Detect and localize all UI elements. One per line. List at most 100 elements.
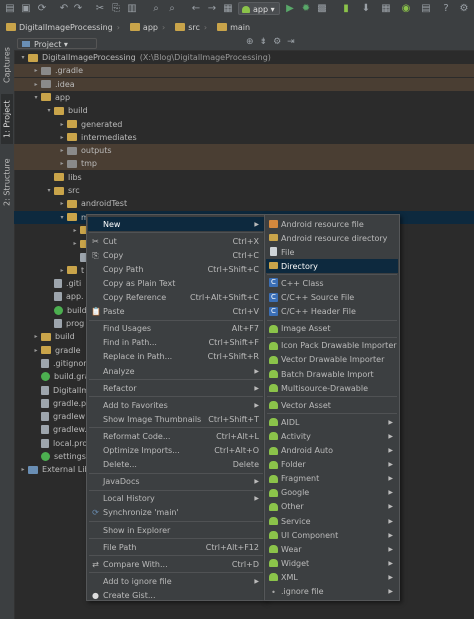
collapse-arrow-icon[interactable]: ▸ (73, 240, 77, 248)
paste-icon[interactable]: ▥ (127, 3, 137, 14)
tab-project[interactable]: 1: Project (1, 94, 13, 144)
tree-row[interactable]: settings. (14, 450, 474, 463)
tree-row[interactable]: ▸.idea (14, 77, 474, 91)
copy-icon[interactable]: ⎘ (112, 3, 120, 14)
collapse-arrow-icon[interactable]: ▸ (34, 80, 38, 88)
menu-item-new[interactable]: New▶ (88, 217, 264, 231)
new-item-image-asset[interactable]: Image Asset (266, 322, 398, 336)
menu-item-reformat-code[interactable]: Reformat Code...Ctrl+Alt+L (88, 429, 264, 443)
expand-arrow-icon[interactable]: ▾ (21, 54, 25, 61)
breadcrumb-src[interactable]: src› (171, 20, 211, 34)
new-item-icon-pack-drawable-importer[interactable]: Icon Pack Drawable Importer (266, 339, 398, 353)
tree-row[interactable]: ▾build (14, 104, 474, 117)
tree-row[interactable]: ▸ (14, 237, 474, 250)
new-item-file[interactable]: File (266, 245, 398, 259)
collapse-arrow-icon[interactable]: ▸ (73, 226, 77, 234)
new-item-folder[interactable]: Folder▶ (266, 458, 398, 472)
collapse-arrow-icon[interactable]: ▸ (21, 466, 25, 474)
cut-icon[interactable]: ✂ (95, 3, 105, 14)
open-icon[interactable]: ▤ (5, 3, 15, 14)
redo-icon[interactable]: ↷ (73, 3, 83, 14)
back-icon[interactable]: ← (191, 3, 201, 14)
tree-row[interactable] (14, 251, 474, 264)
project-view-selector[interactable]: Project ▾ (17, 37, 97, 49)
run-icon[interactable]: ▶ (286, 3, 294, 14)
find-icon[interactable]: ⌕ (153, 3, 159, 14)
tree-row[interactable]: gradle.pr (14, 397, 474, 410)
new-item-wear[interactable]: Wear▶ (266, 542, 398, 556)
tree-row[interactable]: ▾src (14, 184, 474, 197)
tree-row[interactable]: ▸intermediates (14, 131, 474, 144)
sdk-icon[interactable]: ⬇ (361, 3, 371, 14)
tree-row[interactable]: ▸tmp (14, 157, 474, 171)
make-icon[interactable]: ▦ (223, 3, 233, 14)
menu-item-add-to-favorites[interactable]: Add to Favorites▶ (88, 398, 264, 412)
expand-arrow-icon[interactable]: ▾ (60, 213, 64, 221)
tree-row[interactable]: ▸ (14, 224, 474, 237)
gear-icon[interactable]: ⚙ (273, 37, 282, 47)
settings-icon[interactable]: ⚙ (459, 3, 469, 14)
new-item-android-auto[interactable]: Android Auto▶ (266, 444, 398, 458)
new-item-vector-asset[interactable]: Vector Asset (266, 398, 398, 412)
tree-row[interactable]: prog (14, 317, 474, 330)
forward-icon[interactable]: → (207, 3, 217, 14)
menu-item-create-gist[interactable]: ●Create Gist... (88, 588, 264, 602)
undo-icon[interactable]: ↶ (59, 3, 69, 14)
breadcrumb-project[interactable]: DigitalImageProcessing› (2, 20, 124, 34)
new-item-service[interactable]: Service▶ (266, 514, 398, 528)
tree-row[interactable]: ▾DigitalImageProcessing(X:\Blog\DigitalI… (14, 51, 474, 64)
collapse-arrow-icon[interactable]: ▸ (60, 133, 64, 141)
new-item-aidl[interactable]: AIDL▶ (266, 415, 398, 429)
tree-row[interactable]: ▸External Libr (14, 463, 474, 476)
tree-row[interactable]: gradlew (14, 410, 474, 423)
hide-icon[interactable]: ⇥ (287, 37, 295, 47)
collapse-arrow-icon[interactable]: ▸ (60, 147, 64, 155)
new-item-ui-component[interactable]: UI Component▶ (266, 528, 398, 542)
collapse-arrow-icon[interactable]: ▸ (60, 266, 64, 274)
tree-row[interactable]: libs (14, 171, 474, 184)
new-item-google[interactable]: Google▶ (266, 486, 398, 500)
avd-icon[interactable]: ▮ (343, 3, 349, 14)
save-icon[interactable]: ▣ (21, 3, 31, 14)
menu-item-synchronize-main[interactable]: ⟳Synchronize 'main' (88, 506, 264, 520)
menu-item-local-history[interactable]: Local History▶ (88, 492, 264, 506)
new-item-android-resource-directory[interactable]: Android resource directory (266, 231, 398, 245)
tree-row[interactable]: ▸build (14, 330, 474, 343)
new-item-activity[interactable]: Activity▶ (266, 429, 398, 443)
tree-row[interactable]: ▸.gradle (14, 64, 474, 78)
menu-item-replace-in-path[interactable]: Replace in Path...Ctrl+Shift+R (88, 350, 264, 364)
new-item-fragment[interactable]: Fragment▶ (266, 472, 398, 486)
menu-item-delete[interactable]: Delete...Delete (88, 458, 264, 472)
collapse-arrow-icon[interactable]: ▸ (34, 67, 38, 75)
tree-row[interactable]: gradlew. (14, 423, 474, 436)
android-icon[interactable]: ◉ (401, 3, 411, 14)
monitor-icon[interactable]: ▦ (381, 3, 391, 14)
menu-item-add-to-ignore-file[interactable]: Add to ignore file▶ (88, 574, 264, 588)
collapse-arrow-icon[interactable]: ▸ (60, 200, 64, 208)
menu-item-copy-as-plain-text[interactable]: Copy as Plain Text (88, 276, 264, 290)
collapse-arrow-icon[interactable]: ▸ (60, 160, 64, 168)
tree-row[interactable]: ▾app (14, 91, 474, 104)
tree-row[interactable]: ▸outputs (14, 144, 474, 158)
tree-row[interactable]: DigitalIm (14, 384, 474, 397)
menu-item-refactor[interactable]: Refactor▶ (88, 381, 264, 395)
breadcrumb-main[interactable]: main (213, 20, 254, 34)
tree-row[interactable]: local.pro (14, 437, 474, 450)
tree-row[interactable]: ▸androidTest (14, 197, 474, 210)
breadcrumb-app[interactable]: app› (126, 20, 169, 34)
menu-item-find-in-path[interactable]: Find in Path...Ctrl+Shift+F (88, 336, 264, 350)
tree-row[interactable]: .giti (14, 277, 474, 290)
new-item-ignore-file[interactable]: •.ignore file▶ (266, 585, 398, 599)
expand-arrow-icon[interactable]: ▾ (47, 107, 51, 115)
replace-icon[interactable]: ⌕ (169, 3, 175, 14)
expand-arrow-icon[interactable]: ▾ (34, 93, 38, 101)
sync-icon[interactable]: ⟳ (37, 3, 47, 14)
